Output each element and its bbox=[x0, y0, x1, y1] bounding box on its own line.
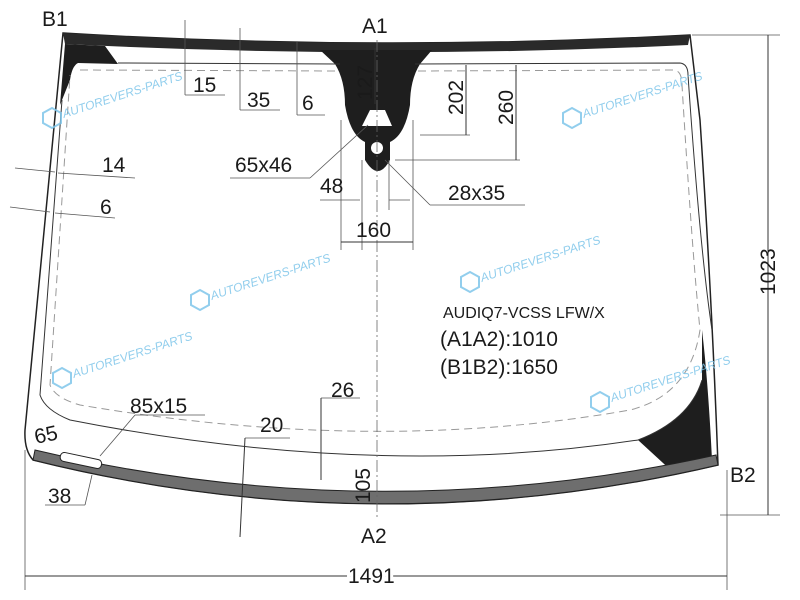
bottom-right-frit bbox=[638, 330, 712, 474]
dim-35: 35 bbox=[247, 89, 270, 112]
watermark-logo-icon bbox=[190, 288, 210, 312]
dashed-edge-line bbox=[49, 69, 701, 432]
dim-38: 38 bbox=[48, 485, 71, 508]
dim-65: 65 bbox=[32, 422, 60, 449]
dim-48: 48 bbox=[320, 175, 343, 198]
dim-26: 26 bbox=[331, 379, 354, 402]
dim-14: 14 bbox=[102, 154, 126, 177]
b1b2-length: (B1B2):1650 bbox=[440, 356, 558, 379]
bottom-band bbox=[32, 449, 719, 505]
sensor-trapezoid bbox=[362, 110, 392, 126]
dim-1491: 1491 bbox=[348, 565, 395, 588]
watermark-logo-icon bbox=[590, 390, 610, 414]
dim-127: 127 bbox=[354, 65, 377, 100]
point-a2-label: A2 bbox=[361, 525, 387, 548]
dim-202: 202 bbox=[445, 80, 468, 115]
dim-260: 260 bbox=[495, 90, 518, 125]
watermark-logo-icon bbox=[562, 106, 582, 130]
watermark-logo-icon bbox=[52, 366, 72, 390]
dim-6-side: 6 bbox=[100, 196, 112, 219]
inner-edge-line bbox=[39, 62, 713, 457]
point-b1-label: B1 bbox=[42, 8, 68, 31]
dimension-lines bbox=[9, 20, 780, 590]
top-ceramic-band bbox=[63, 33, 690, 53]
watermark-logo-icon bbox=[460, 270, 480, 294]
watermark-logo-icon bbox=[42, 106, 62, 130]
dim-15: 15 bbox=[193, 74, 216, 97]
top-left-corner-frit bbox=[60, 44, 118, 105]
a1a2-length: (A1A2):1010 bbox=[440, 328, 558, 351]
dim-160: 160 bbox=[356, 219, 391, 242]
point-b2-label: B2 bbox=[730, 464, 756, 487]
dim-85x15: 85x15 bbox=[130, 395, 187, 418]
dim-6-top: 6 bbox=[302, 92, 314, 115]
point-a1-label: A1 bbox=[362, 15, 388, 38]
dim-105: 105 bbox=[352, 468, 375, 503]
model-code: AUDIQ7-VCSS LFW/X bbox=[443, 305, 605, 322]
dim-65x46: 65x46 bbox=[235, 154, 292, 177]
dim-1023: 1023 bbox=[757, 248, 780, 295]
vin-window bbox=[59, 451, 103, 470]
dim-28x35: 28x35 bbox=[448, 182, 505, 205]
dim-20: 20 bbox=[260, 414, 283, 437]
